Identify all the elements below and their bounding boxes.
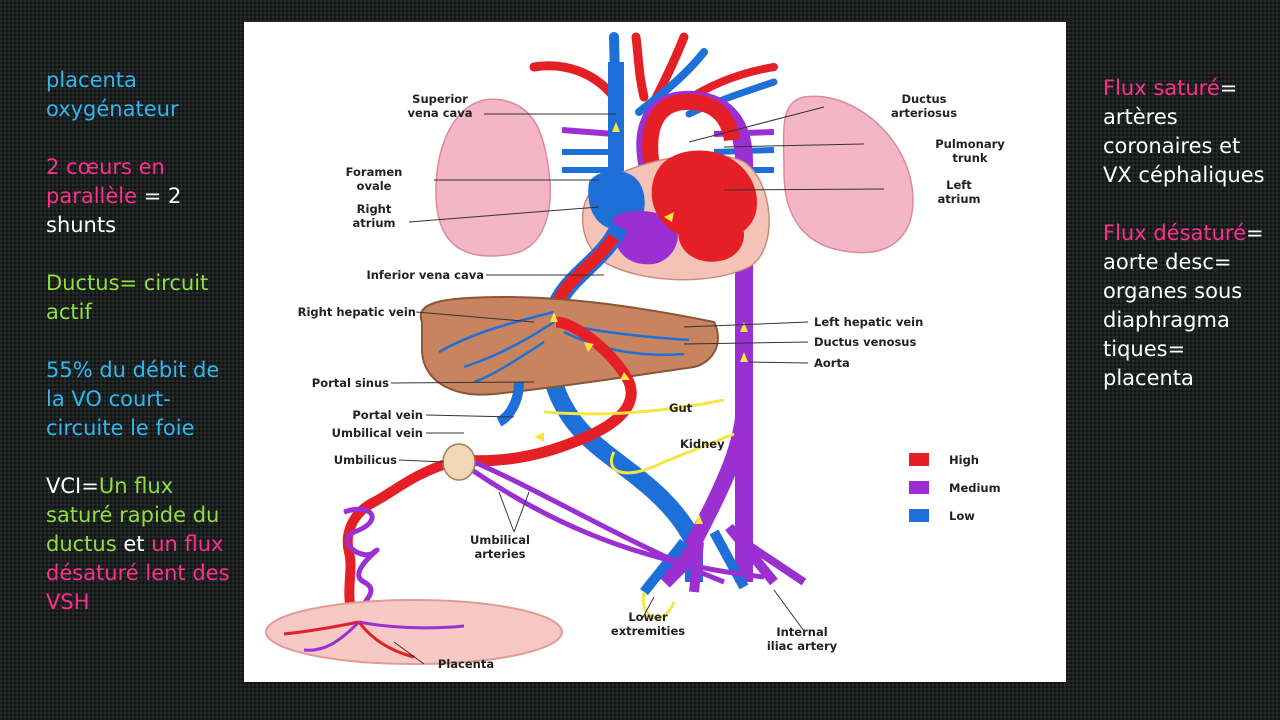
note-text: = artères coronaires et VX céphaliques xyxy=(1103,76,1265,187)
legend: High Medium Low xyxy=(909,453,1001,523)
label-ivc: Inferior vena cava xyxy=(366,268,484,282)
umbilical-cord-coil xyxy=(343,506,380,619)
note-text: = 2 shunts xyxy=(46,184,182,237)
label-svc-1: Superior xyxy=(412,92,468,106)
umbilical-vein-vessel xyxy=(342,455,461,624)
right-notes-paragraph: Flux désaturé= aorte desc= organes sous … xyxy=(1103,219,1273,393)
label-right-atrium-2: atrium xyxy=(352,216,395,230)
ascending-aorta xyxy=(642,93,740,179)
label-foramen-2: ovale xyxy=(357,179,392,193)
label-umbilicus: Umbilicus xyxy=(334,453,397,467)
note-text: Un flux saturé rapide du ductus xyxy=(46,474,220,556)
label-internal-iliac-2: iliac artery xyxy=(767,639,838,653)
heart xyxy=(582,150,770,281)
label-right-atrium-1: Right xyxy=(357,202,392,216)
label-left-atrium-1: Left xyxy=(946,178,972,192)
label-ductus-arteriosus-2: arteriosus xyxy=(891,106,957,120)
fetal-circulation-svg: Superior vena cava Foramen ovale Right a… xyxy=(265,32,1005,671)
note-text: = aorte desc= organes sous diaphragma ti… xyxy=(1103,221,1264,390)
liver xyxy=(419,295,719,396)
label-portal-sinus: Portal sinus xyxy=(312,376,389,390)
label-portal-vein: Portal vein xyxy=(352,408,423,422)
label-umbilical-arteries-1: Umbilical xyxy=(470,533,530,547)
label-ductus-arteriosus-1: Ductus xyxy=(901,92,946,106)
legend-label-high: High xyxy=(949,453,979,467)
umbilicus-ring xyxy=(442,443,476,481)
fetal-circulation-diagram: Superior vena cava Foramen ovale Right a… xyxy=(244,22,1066,682)
left-lung xyxy=(782,95,914,254)
legend-swatch-medium xyxy=(909,481,929,494)
note-text: Flux saturé xyxy=(1103,76,1220,100)
label-kidney: Kidney xyxy=(680,437,725,451)
label-gut: Gut xyxy=(669,401,693,415)
note-text: Ductus= circuit actif xyxy=(46,271,209,324)
placenta-disc xyxy=(265,599,563,665)
label-left-atrium-2: atrium xyxy=(937,192,980,206)
label-svc-2: vena cava xyxy=(407,106,472,120)
lower-extremity-loop xyxy=(641,591,676,620)
flow-arrows xyxy=(534,122,748,524)
note-text: et xyxy=(116,532,152,556)
right-lung xyxy=(435,98,551,257)
descending-aorta xyxy=(658,272,752,588)
left-notes-paragraph: 55% du débit de la VO court-circuite le … xyxy=(46,356,236,443)
label-pulmonary-trunk-2: trunk xyxy=(952,151,988,165)
gut-loop xyxy=(543,398,725,416)
label-placenta: Placenta xyxy=(438,657,494,671)
ductus-venosus xyxy=(458,316,637,467)
label-foramen-1: Foramen xyxy=(346,165,403,179)
legend-label-low: Low xyxy=(949,509,975,523)
label-right-hepatic-vein: Right hepatic vein xyxy=(298,305,416,319)
note-text: Flux désaturé xyxy=(1103,221,1247,245)
left-notes: placenta oxygénateur 2 cœurs en parallèle… xyxy=(46,66,236,646)
label-umbilical-vein: Umbilical vein xyxy=(332,426,423,440)
lower-limb-vessels xyxy=(640,523,807,596)
leader-lines xyxy=(390,106,885,665)
note-text: placenta oxygénateur xyxy=(46,68,179,121)
placenta-vessels xyxy=(283,620,465,659)
left-notes-paragraph: 2 cœurs en parallèle = 2 shunts xyxy=(46,153,236,240)
right-notes-paragraph: Flux saturé= artères coronaires et VX cé… xyxy=(1103,74,1273,190)
left-notes-paragraph: VCI=Un flux saturé rapide du ductus et u… xyxy=(46,472,236,617)
note-text: 55% du débit de la VO court-circuite le … xyxy=(46,358,220,440)
label-pulmonary-trunk-1: Pulmonary xyxy=(935,137,1005,151)
note-text: VCI= xyxy=(46,474,99,498)
portal-vein-vessel xyxy=(496,381,524,427)
label-aorta: Aorta xyxy=(814,356,850,370)
legend-swatch-low xyxy=(909,509,929,522)
umbilical-artery-2 xyxy=(470,467,765,580)
label-internal-iliac-1: Internal xyxy=(776,625,827,639)
kidney-loop xyxy=(610,432,735,475)
note-text: 2 cœurs en parallèle xyxy=(46,155,165,208)
legend-label-medium: Medium xyxy=(949,481,1001,495)
label-left-hepatic-vein: Left hepatic vein xyxy=(814,315,923,329)
right-notes: Flux saturé= artères coronaires et VX cé… xyxy=(1103,74,1273,422)
label-umbilical-arteries-2: arteries xyxy=(475,547,526,561)
label-lower-extremities-2: extremities xyxy=(611,624,685,638)
legend-swatch-high xyxy=(909,453,929,466)
label-ductus-venosus: Ductus venosus xyxy=(814,335,916,349)
left-notes-paragraph: Ductus= circuit actif xyxy=(46,269,236,327)
label-lower-extremities-1: Lower xyxy=(628,610,668,624)
note-text: un flux désaturé lent des VSH xyxy=(46,532,230,614)
left-notes-paragraph: placenta oxygénateur xyxy=(46,66,236,124)
